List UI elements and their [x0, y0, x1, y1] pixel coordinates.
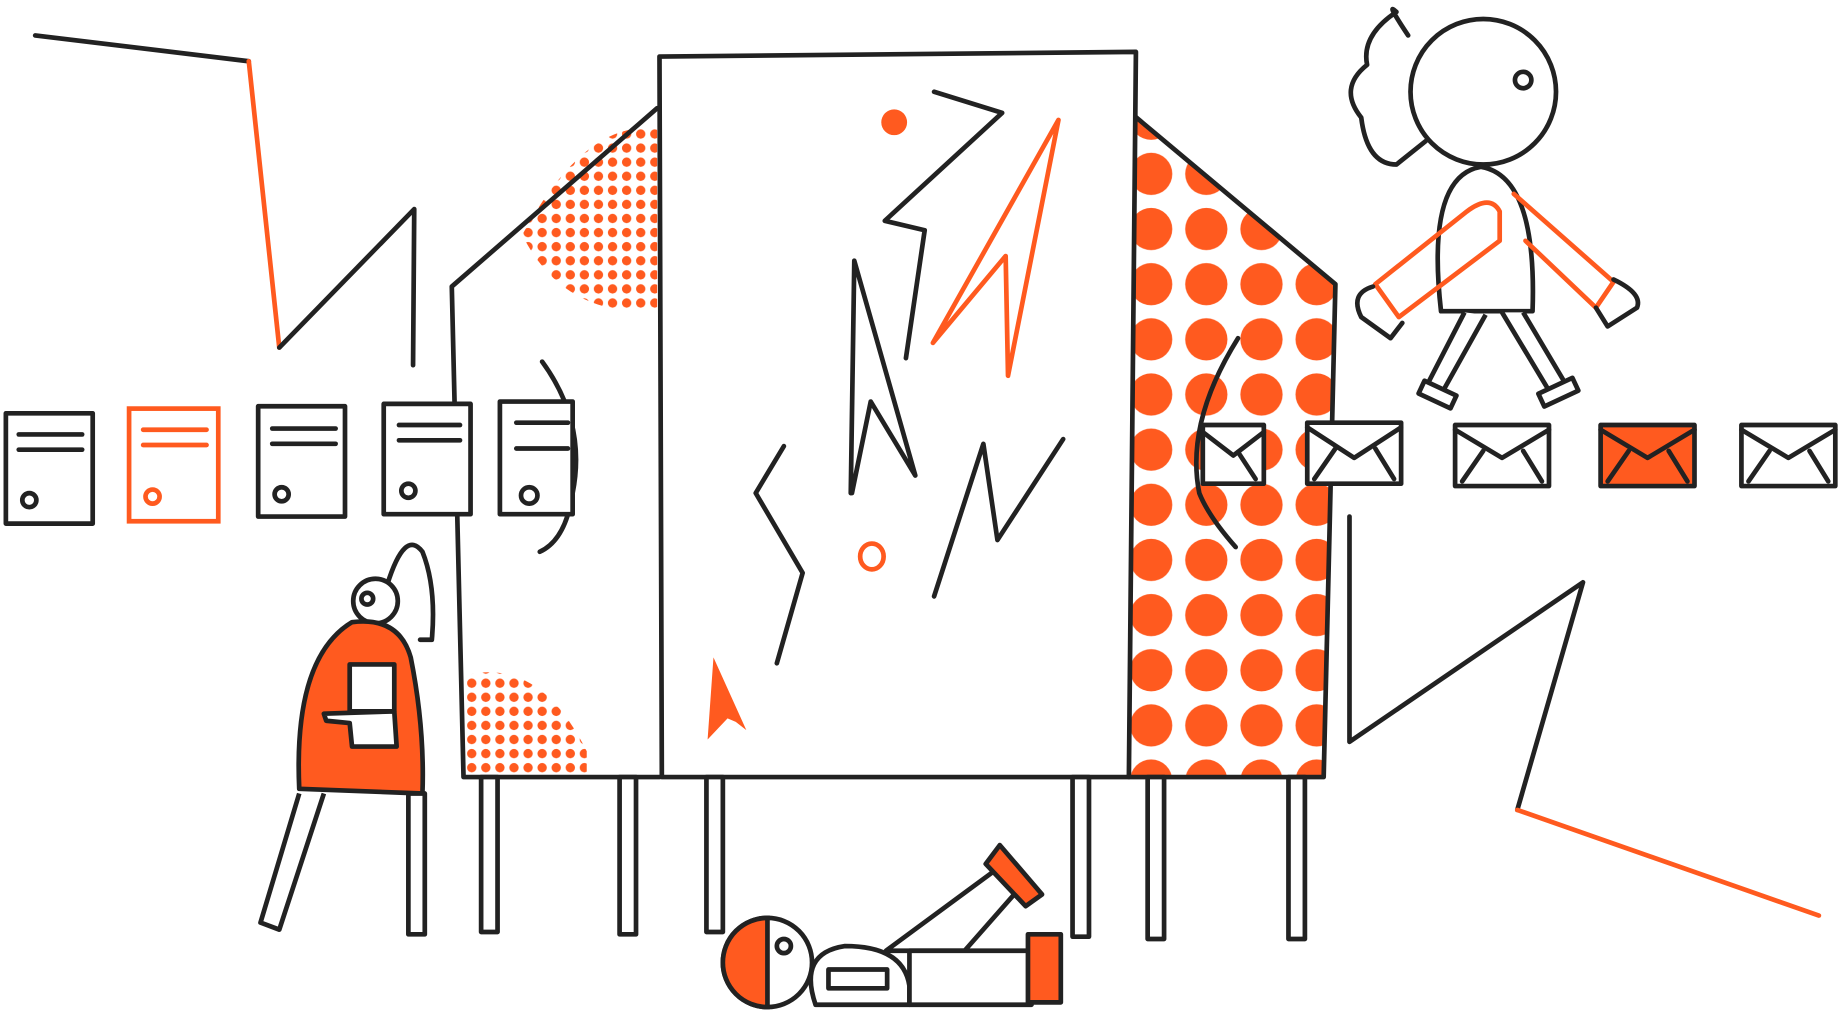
building-left-wing: [449, 105, 662, 780]
envelope-icon: [1739, 422, 1838, 489]
letter-card-icon: [381, 401, 473, 517]
walking-figure: [1348, 6, 1641, 411]
letter-card-icon: [497, 399, 575, 517]
lying-figure: [720, 842, 1064, 1010]
zigzag-line-left: [32, 33, 417, 368]
building-legs: [478, 774, 1308, 942]
envelope-icon: [1598, 422, 1697, 489]
letter-cards: [3, 399, 575, 526]
standing-figure: [258, 542, 436, 937]
envelopes: [1200, 420, 1838, 489]
envelope-icon: [1200, 422, 1267, 487]
envelope-icon: [1304, 420, 1404, 487]
zigzag-line-right: [1347, 514, 1822, 918]
building-center: [657, 49, 1139, 780]
letter-card-icon: [3, 410, 96, 526]
letter-card-icon: [255, 403, 348, 519]
envelope-icon: [1452, 422, 1552, 489]
letter-card-icon: [126, 406, 221, 524]
